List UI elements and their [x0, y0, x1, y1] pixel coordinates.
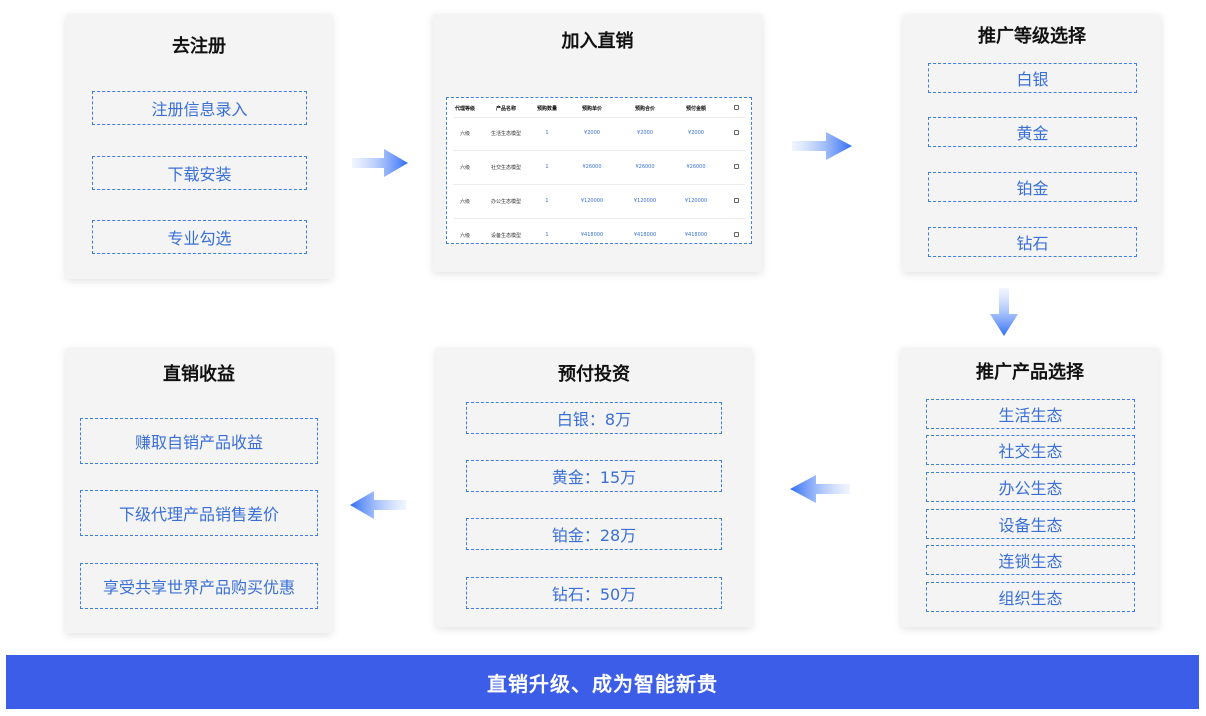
income-item[interactable]: 享受共享世界产品购买优惠	[80, 563, 318, 609]
register-item[interactable]: 专业勾选	[92, 220, 307, 254]
income-item[interactable]: 赚取自销产品收益	[80, 418, 318, 464]
level-item[interactable]: 钻石	[928, 227, 1137, 257]
arrow-right-icon	[792, 132, 852, 160]
register-item[interactable]: 下载安装	[92, 156, 307, 190]
product-item[interactable]: 生活生态	[926, 399, 1135, 429]
prepay-item[interactable]: 白银：8万	[466, 402, 722, 434]
income-title: 直销收益	[163, 364, 235, 385]
table-cell: ¥120000	[580, 198, 604, 204]
income-item[interactable]: 下级代理产品销售差价	[80, 490, 318, 536]
table-cell: ¥2000	[584, 130, 600, 136]
table-cell: ¥2000	[637, 130, 653, 136]
table-cell: ¥418000	[684, 232, 708, 238]
table-cell: 办公生态模型	[490, 198, 521, 205]
product-title: 推广产品选择	[976, 362, 1084, 383]
table-cell: 六级	[459, 232, 470, 239]
table-cell: 六级	[459, 164, 470, 171]
join-title: 加入直销	[561, 31, 634, 52]
table-cell: ¥26000	[582, 164, 602, 170]
table-header-cell: 产品名称	[495, 105, 516, 112]
arrow-right-icon	[352, 149, 408, 177]
arrow-down-icon	[990, 288, 1018, 336]
table-cell: ¥120000	[684, 198, 708, 204]
row-checkbox[interactable]	[721, 197, 751, 205]
table-header-cell: 代理等级	[454, 105, 475, 112]
row-checkbox[interactable]	[721, 129, 751, 137]
table-header-cell: 预付金额	[685, 105, 706, 112]
prepay-title: 预付投资	[558, 364, 630, 385]
table-cell: ¥418000	[580, 232, 604, 238]
table-row: 六级 社交生态模型 1 ¥26000 ¥26000 ¥26000	[447, 160, 751, 174]
prepay-item[interactable]: 钻石：50万	[466, 577, 722, 609]
prepay-item[interactable]: 黄金：15万	[466, 460, 722, 492]
table-cell: 设备生态模型	[490, 232, 521, 239]
table-cell: 六级	[459, 198, 470, 205]
table-cell: 社交生态模型	[490, 164, 521, 171]
table-cell: 1	[545, 164, 549, 170]
product-card: 推广产品选择 生活生态 社交生态 办公生态 设备生态 连锁生态 组织生态	[901, 348, 1159, 627]
table-header-cell: 预购数量	[536, 105, 557, 112]
table-header: 代理等级 产品名称 预购数量 预购单价 预购合价 预付金额	[447, 102, 751, 114]
table-cell: 1	[545, 130, 549, 136]
prepay-item[interactable]: 铂金：28万	[466, 518, 722, 550]
product-item[interactable]: 连锁生态	[926, 545, 1135, 575]
level-card: 推广等级选择 白银 黄金 铂金 钻石	[903, 14, 1161, 272]
register-card: 去注册 注册信息录入 下载安装 专业勾选	[66, 14, 332, 279]
arrow-left-icon	[350, 491, 406, 519]
register-item[interactable]: 注册信息录入	[92, 91, 307, 125]
product-item[interactable]: 社交生态	[926, 435, 1135, 465]
table-cell: ¥26000	[686, 164, 706, 170]
table-cell: 生活生态模型	[490, 130, 521, 137]
join-card: 加入直销 代理等级 产品名称 预购数量 预购单价 预购合价 预付金额 六级 生活…	[433, 14, 762, 272]
row-checkbox[interactable]	[721, 231, 751, 239]
table-cell: 六级	[459, 130, 470, 137]
table-header-cell: 预购单价	[581, 105, 602, 112]
level-item[interactable]: 白银	[928, 63, 1137, 93]
table-cell: ¥26000	[635, 164, 655, 170]
table-row: 六级 设备生态模型 1 ¥418000 ¥418000 ¥418000	[447, 228, 751, 242]
register-title: 去注册	[172, 36, 226, 57]
select-all-checkbox[interactable]	[721, 104, 751, 112]
table-row: 六级 办公生态模型 1 ¥120000 ¥120000 ¥120000	[447, 194, 751, 208]
level-item[interactable]: 铂金	[928, 172, 1137, 202]
table-row: 六级 生活生态模型 1 ¥2000 ¥2000 ¥2000	[447, 126, 751, 140]
income-card: 直销收益 赚取自销产品收益 下级代理产品销售差价 享受共享世界产品购买优惠	[66, 348, 332, 633]
table-cell: ¥120000	[633, 198, 657, 204]
level-title: 推广等级选择	[978, 26, 1086, 47]
row-checkbox[interactable]	[721, 163, 751, 171]
level-item[interactable]: 黄金	[928, 117, 1137, 147]
table-cell: ¥2000	[688, 130, 704, 136]
order-table: 代理等级 产品名称 预购数量 预购单价 预购合价 预付金额 六级 生活生态模型 …	[446, 97, 752, 244]
product-item[interactable]: 组织生态	[926, 582, 1135, 612]
table-cell: 1	[545, 232, 549, 238]
table-header-cell: 预购合价	[634, 105, 655, 112]
product-item[interactable]: 设备生态	[926, 509, 1135, 539]
bottom-banner: 直销升级、成为智能新贵	[6, 655, 1199, 709]
table-cell: ¥418000	[633, 232, 657, 238]
prepay-card: 预付投资 白银：8万 黄金：15万 铂金：28万 钻石：50万	[436, 348, 752, 627]
arrow-left-icon	[790, 475, 850, 503]
table-cell: 1	[545, 198, 549, 204]
product-item[interactable]: 办公生态	[926, 472, 1135, 502]
